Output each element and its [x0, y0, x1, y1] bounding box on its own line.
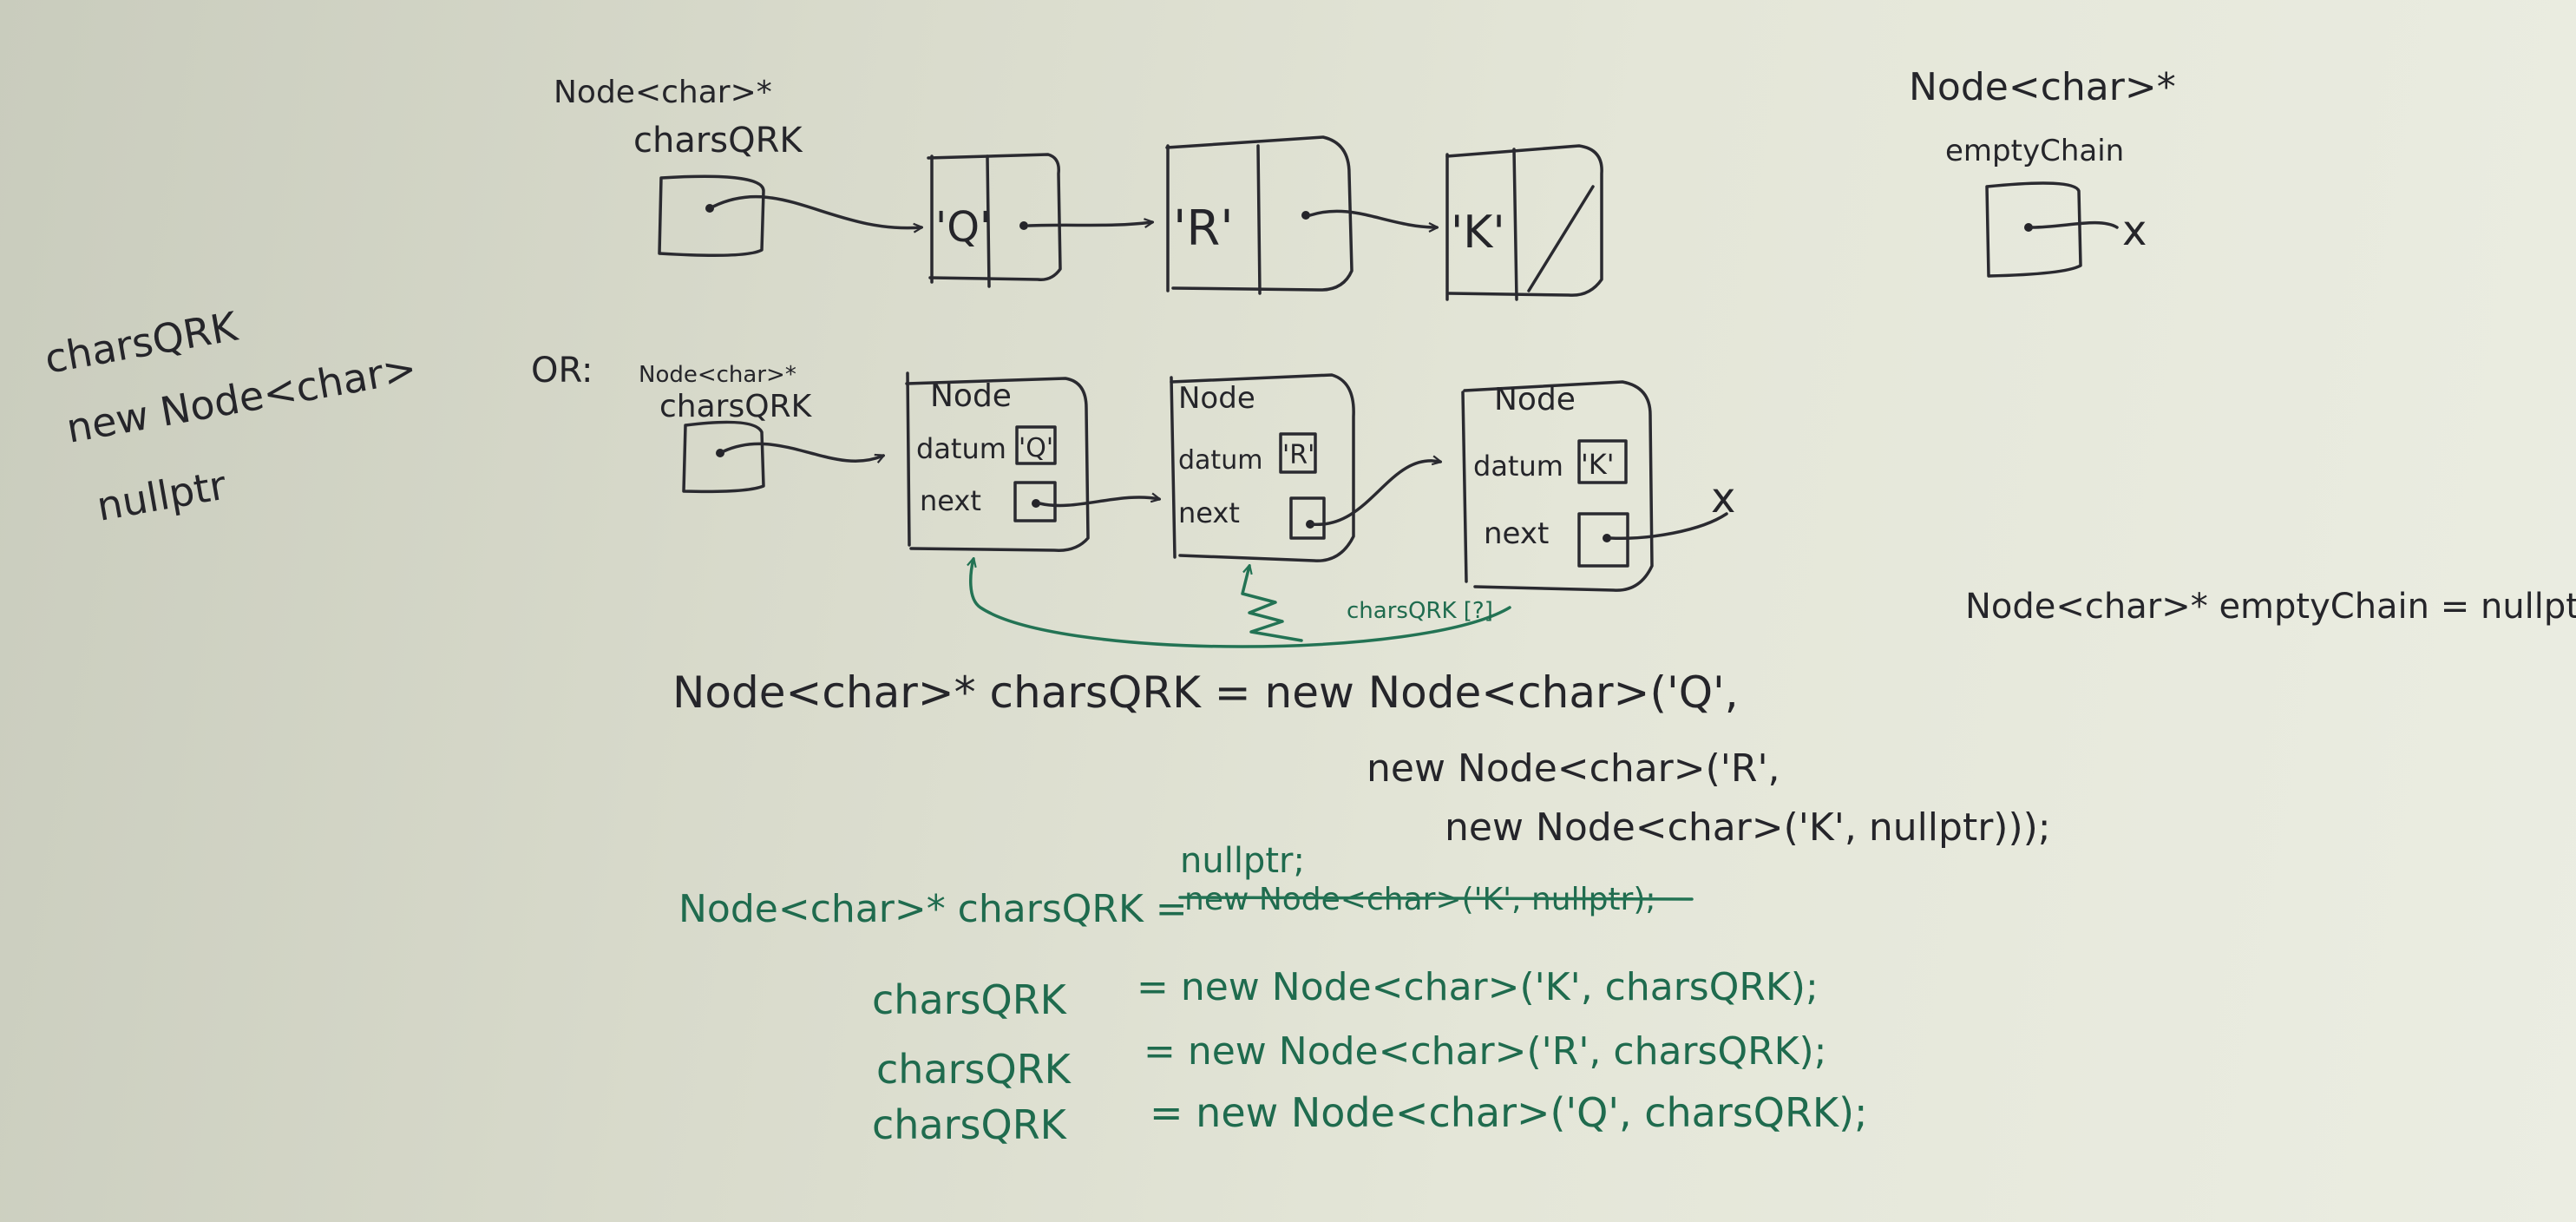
top-node-k: 'K' [1445, 144, 1603, 301]
or-node-k-title: Node [1494, 382, 1576, 417]
code2-line1-lhs: charsQRK [872, 976, 1068, 1023]
empty-chain-diagram: Node<char>* emptyChain x Node<char>* emp… [1909, 65, 2576, 627]
or-node-k: Node datum 'K' next [1461, 380, 1654, 592]
top-node-q-value: 'Q' [935, 203, 991, 252]
code1-line2: new Node<char>('R', [1367, 746, 1780, 791]
or-node-q-next-label: next [920, 484, 981, 517]
or-ptr-box [682, 420, 765, 494]
top-node-k-value: 'K' [1451, 207, 1505, 259]
or-list-diagram: OR: Node<char>* charsQRK Node datum 'Q' … [531, 351, 1735, 648]
or-node-q-title: Node [930, 378, 1012, 414]
empty-chain-ptr-name: emptyChain [1945, 134, 2124, 168]
or-arrow-0 [722, 442, 883, 461]
empty-chain-null-mark: x [2122, 207, 2147, 255]
or-node-q: Node datum 'Q' next [905, 371, 1090, 552]
or-node-r-datum-value: 'R' [1282, 440, 1314, 470]
top-ptr-type: Node<char>* [554, 75, 772, 110]
code-block-1: Node<char>* charsQRK = new Node<char>('Q… [672, 667, 2051, 850]
or-label: OR: [531, 351, 593, 391]
top-ptr-name: charsQRK [633, 121, 803, 161]
code2-line3-lhs: charsQRK [872, 1101, 1068, 1148]
or-node-r-datum-label: datum [1178, 445, 1262, 476]
top-node-r-value: 'R' [1173, 200, 1234, 257]
code2-line2-rhs: = new Node<char>('R', charsQRK); [1144, 1029, 1827, 1074]
green-scribble-arrow-r [1241, 566, 1303, 642]
green-back-arrow-q [971, 559, 1511, 648]
or-ptr-type: Node<char>* [639, 362, 796, 388]
or-node-r-title: Node [1178, 381, 1255, 416]
left-note-1: charsQRK [42, 302, 243, 382]
code-block-2: Node<char>* charsQRK = nullptr; new Node… [678, 841, 1868, 1148]
empty-chain-declaration: Node<char>* emptyChain = nullptr; [1965, 587, 2576, 627]
empty-chain-box [1985, 181, 2082, 278]
or-null-mark: x [1711, 474, 1735, 522]
code2-replacement: nullptr; [1180, 841, 1305, 881]
empty-chain-ptr-type: Node<char>* [1909, 65, 2176, 109]
left-notes: charsQRK new Node<char> nullptr [42, 302, 421, 529]
code2-line1-rhs: = new Node<char>('K', charsQRK); [1137, 965, 1819, 1009]
top-list-diagram: Node<char>* charsQRK 'Q' 'R' [554, 75, 1603, 301]
top-node-q: 'Q' [927, 153, 1062, 288]
code1-line3: new Node<char>('K', nullptr))); [1445, 805, 2051, 850]
code2-line2-lhs: charsQRK [876, 1046, 1072, 1093]
left-note-3: nullptr [94, 462, 230, 530]
top-ptr-box [658, 174, 765, 257]
top-node-r: 'R' [1165, 135, 1354, 295]
code2-decl: Node<char>* charsQRK = [678, 887, 1188, 931]
top-arrow-1 [1027, 222, 1152, 226]
code2-line3-rhs: = new Node<char>('Q', charsQRK); [1150, 1089, 1868, 1136]
or-ptr-name: charsQRK [659, 389, 813, 424]
or-node-k-datum-label: datum [1473, 450, 1563, 483]
or-arrow-2 [1310, 461, 1440, 526]
or-node-k-datum-value: 'K' [1581, 448, 1615, 481]
green-note: charsQRK [?] [1347, 598, 1493, 624]
or-node-r-next-label: next [1178, 496, 1240, 529]
code1-line1: Node<char>* charsQRK = new Node<char>('Q… [672, 667, 1739, 718]
or-node-r: Node datum 'R' next [1170, 373, 1355, 562]
or-node-q-datum-value: 'Q' [1019, 433, 1053, 463]
or-node-k-next-label: next [1484, 516, 1549, 551]
or-arrow-1 [1038, 497, 1159, 508]
top-arrow-2 [1308, 209, 1437, 227]
or-node-q-datum-label: datum [916, 432, 1006, 465]
top-arrow-0 [711, 194, 921, 228]
